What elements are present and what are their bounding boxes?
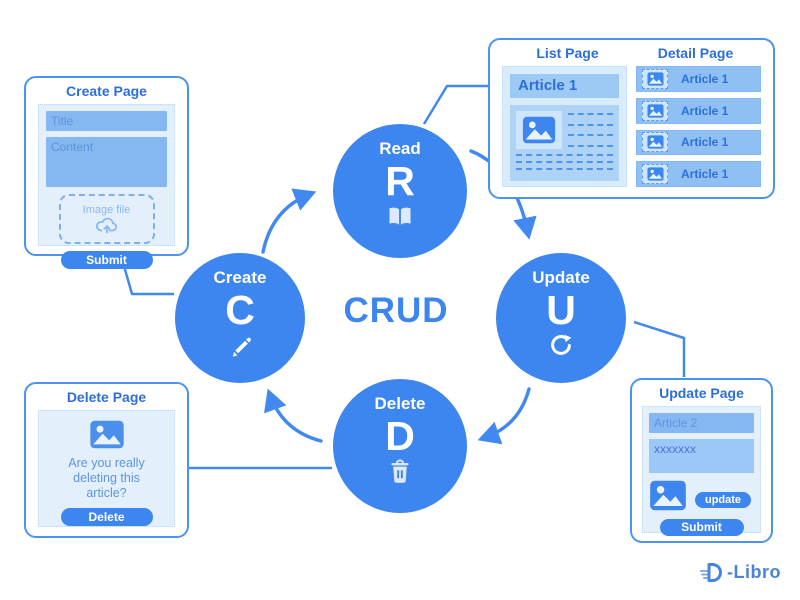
read-node-label: Read [379, 139, 421, 158]
create-node[interactable]: Create C [175, 253, 305, 383]
update-node[interactable]: Update U [496, 253, 626, 383]
detail-item-label: Article 1 [681, 71, 729, 86]
delete-node-label: Delete [374, 394, 426, 413]
image-icon [82, 420, 132, 449]
detail-item-label: Article 1 [681, 103, 729, 118]
detail-item-label: Article 1 [681, 167, 729, 182]
upload-label: Image file [82, 204, 131, 216]
crud-heading: CRUD [343, 291, 449, 330]
article-preview-card [510, 105, 619, 181]
create-node-letter: C [225, 287, 255, 333]
text-lines [516, 154, 613, 170]
submit-button[interactable]: Submit [60, 251, 153, 269]
content-textarea[interactable]: Content [46, 137, 167, 187]
list-page-title: List Page [536, 45, 599, 61]
image-upload-dropzone[interactable]: Image file [58, 194, 155, 244]
detail-list-item[interactable]: Article 1 [636, 66, 761, 92]
pencil-icon [232, 337, 251, 357]
update-node-letter: U [546, 287, 576, 333]
dlibro-logo-text: -Libro [727, 562, 781, 582]
image-icon [649, 480, 687, 511]
detail-page-title: Detail Page [657, 45, 734, 61]
delete-confirm-mock: Are you really deleting this article? De… [38, 410, 175, 527]
content-textarea[interactable]: xxxxxxx [649, 439, 754, 473]
read-node[interactable]: Read R [333, 124, 467, 258]
update-image-button[interactable]: update [695, 492, 751, 508]
submit-button[interactable]: Submit [659, 519, 744, 536]
detail-list-item[interactable]: Article 1 [636, 97, 761, 124]
update-node-label: Update [532, 268, 590, 287]
cloud-upload-icon [95, 217, 117, 234]
delete-page-title: Delete Page [66, 389, 147, 405]
update-page-panel: Update Page Article 2 xxxxxxx update Sub… [630, 378, 773, 543]
connector-read-pages [422, 84, 488, 125]
image-icon [642, 132, 668, 153]
delete-node[interactable]: Delete D [333, 379, 467, 513]
image-icon [522, 116, 556, 144]
article-list-item[interactable]: Article 1 [510, 74, 619, 98]
open-book-icon [389, 207, 411, 225]
image-icon [642, 68, 668, 89]
arrow-update-to-delete [477, 387, 531, 445]
connector-update-page [633, 320, 686, 377]
create-page-title: Create Page [66, 83, 147, 99]
detail-list-item[interactable]: Article 1 [636, 161, 761, 187]
list-page-mock: Article 1 [502, 66, 627, 187]
update-page-title: Update Page [659, 385, 744, 401]
text-lines [568, 111, 613, 149]
create-form: Title Content Image file Submit [38, 104, 175, 269]
image-icon [642, 164, 668, 185]
detail-item-label: Article 1 [681, 135, 729, 150]
read-node-letter: R [385, 158, 415, 204]
title-input[interactable]: Article 2 [649, 413, 754, 433]
title-input[interactable]: Title [46, 111, 167, 131]
delete-button[interactable]: Delete [60, 508, 153, 526]
article-image-placeholder [516, 111, 562, 149]
dlibro-logo-icon [700, 563, 722, 582]
create-page-panel: Create Page Title Content Image file Sub… [24, 76, 189, 269]
detail-page-mock: Article 1 Article 1 Article 1 Article 1 [636, 66, 761, 187]
create-node-label: Create [213, 268, 267, 287]
refresh-icon [551, 334, 572, 355]
delete-node-letter: D [385, 413, 415, 459]
update-form: Article 2 xxxxxxx update Submit [642, 406, 761, 536]
arrow-delete-to-create [264, 388, 323, 443]
image-icon [642, 100, 668, 121]
trash-icon [391, 459, 409, 483]
dlibro-logo: -Libro [699, 561, 781, 584]
delete-page-panel: Delete Page Are you really deleting this… [24, 382, 189, 538]
delete-confirm-text: Are you really deleting this article? [68, 456, 145, 500]
arrow-create-to-read [261, 188, 317, 254]
detail-list-item[interactable]: Article 1 [636, 129, 761, 156]
read-pages-panel: List Page Detail Page Article 1 [488, 38, 775, 199]
